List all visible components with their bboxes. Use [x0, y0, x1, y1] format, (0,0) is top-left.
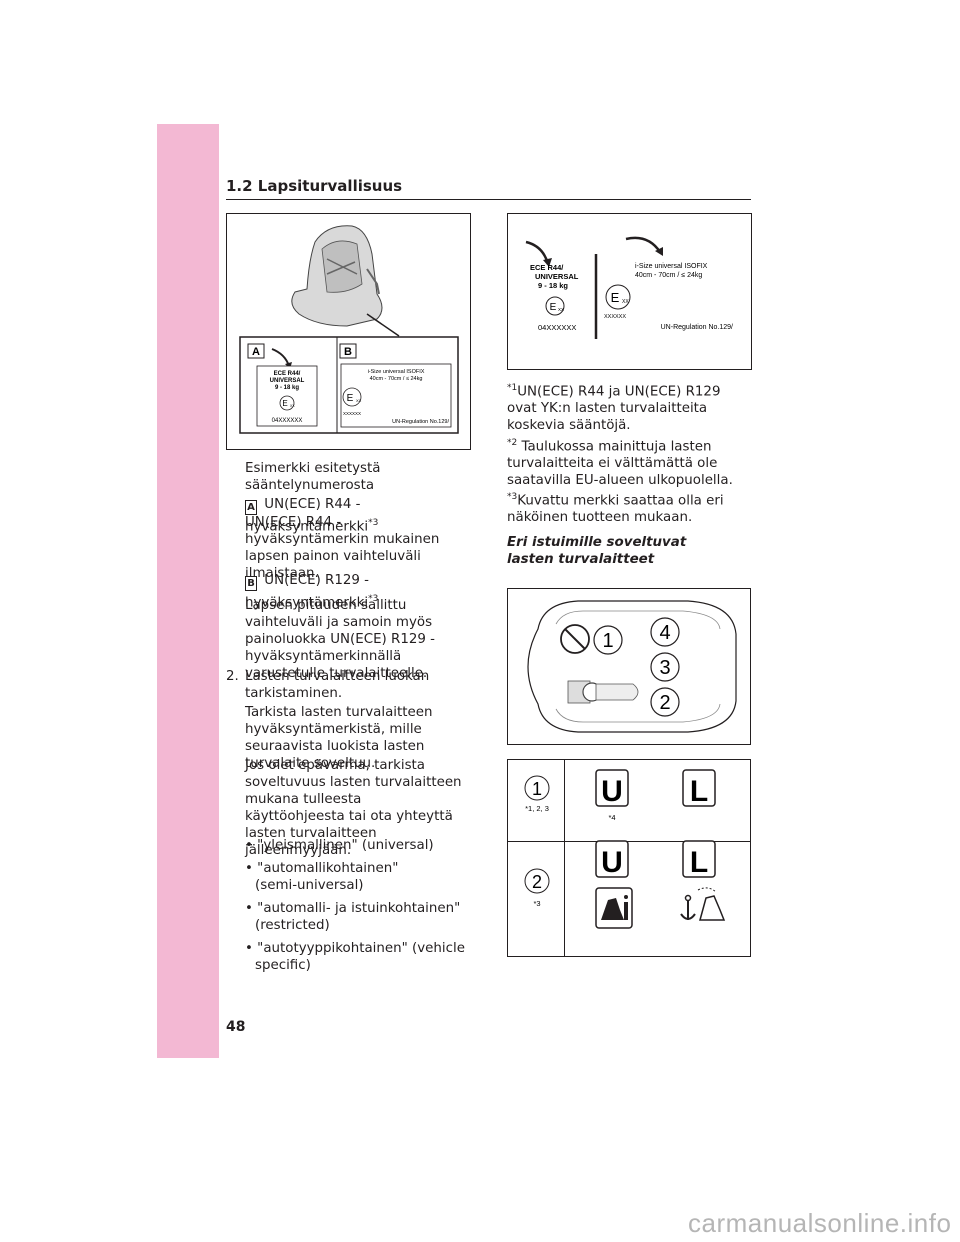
ece2-code: 04XXXXXX [538, 323, 576, 332]
seat-category-table: 1 *1, 2, 3 U *4 L 2 *3 U L [507, 759, 751, 957]
label-b-box: B [245, 576, 257, 591]
bullet-text: "automalli- ja istuinkohtainen" (restric… [255, 901, 461, 933]
page-number: 48 [226, 1019, 246, 1035]
seat-2-label: 2 [659, 692, 670, 714]
bullet-text: "autotyyppikohtainen" (vehicle specific) [255, 941, 465, 973]
item-a-title-text: UN(ECE) R44 -hyväksyntämerkki [245, 497, 369, 535]
child-seat-illustration: A B ECE R44/ UNIVERSAL 9 - 18 kg E XX 04… [239, 225, 459, 434]
arrow-icon [625, 236, 662, 253]
footnote-1: *1UN(ECE) R44 ja UN(ECE) R129 ovat YK:n … [507, 380, 737, 434]
step-2-body: Tarkista lasten turvalaitteen hyväksyntä… [245, 705, 433, 771]
isize2-line1: i-Size universal ISOFIX [635, 263, 708, 270]
top-tether-anchor-icon [680, 887, 726, 921]
item-a-body: UN(ECE) R44 -hyväksyntämerkin mukainen l… [245, 515, 440, 581]
car-top-view: 1 2 3 4 [527, 600, 737, 733]
row1-l-label: L [690, 775, 708, 808]
ece2-line1: ECE R44/ [530, 263, 564, 272]
step-2-note: Jos olet epävarma, tarkista soveltuvuus … [245, 758, 462, 858]
approval-labels-illustration: ECE R44/ UNIVERSAL 9 - 18 kg E XX 04XXXX… [525, 236, 733, 339]
bullet-item: • "automalli- ja istuinkohtainen" (restr… [245, 901, 461, 933]
isize-line1: i-Size universal ISOFIX [368, 369, 425, 375]
isize-mark: E [347, 393, 354, 404]
ece-mark-sub: XX [290, 404, 295, 408]
item-b-body: Lapsen pituuden sallittu vaihteluväli ja… [245, 598, 435, 681]
ece2-mark: E [550, 302, 557, 313]
seat-4-label: 4 [659, 622, 670, 644]
row1-u-label: U [601, 775, 623, 808]
row2-seat-note: *3 [533, 899, 540, 908]
seat-3-label: 3 [659, 657, 670, 679]
row1-u-note: *4 [608, 813, 615, 822]
figure-car-seating-positions: 1 2 3 4 [507, 588, 751, 745]
item-b-title-text: UN(ECE) R129 -hyväksyntämerkki [245, 573, 370, 611]
footnote-2: *2 Taulukossa mainittuja lasten turvalai… [507, 435, 737, 489]
isize2-mark-sub: XX [622, 299, 629, 305]
bullet-item: • "yleismallinen" (universal) [245, 838, 434, 853]
isize2-mark: E [611, 290, 620, 305]
table-divider [508, 841, 750, 842]
step-2-number: 2. [226, 669, 239, 684]
watermark: carmanualsonline.info [688, 1208, 952, 1238]
isize2-line2: 40cm - 70cm / ≤ 24kg [635, 272, 702, 279]
footnote-1-ref: *1 [507, 383, 518, 393]
isize2-reg: UN-Regulation No.129/ [661, 324, 733, 331]
ece-mark: E [282, 399, 287, 408]
isize-reg: UN-Regulation No.129/ [392, 419, 449, 425]
step-2-title: Lasten turvalaitteen luokan tarkistamine… [245, 669, 430, 701]
row1-seat-note: *1, 2, 3 [525, 804, 549, 813]
universal-u-icon [595, 769, 629, 807]
ece-line1: ECE R44/ [274, 371, 301, 377]
universal-u-icon [595, 840, 629, 878]
isofix-l-icon [682, 769, 716, 807]
label-a: A [252, 346, 260, 358]
ece2-mark-sub: XX [558, 307, 564, 312]
footnote-3-text: Kuvattu merkki saattaa olla eri näköinen… [507, 493, 724, 526]
footnote-2-ref: *2 [507, 438, 518, 448]
footnote-2-text: Taulukossa mainittuja lasten turvalaitte… [507, 439, 733, 489]
isize-code: XXXXXX [343, 411, 361, 416]
row2-u-label: U [601, 846, 623, 879]
isize-mark-sub: XX [356, 398, 362, 403]
header-rule [226, 199, 751, 200]
item-b-footnote-ref: *3 [368, 594, 379, 604]
example-intro: Esimerkki esitetystä sääntelynumerosta [245, 461, 381, 493]
label-a-box: A [245, 500, 257, 515]
footnote-3-ref: *3 [507, 492, 518, 502]
ece-line3: 9 - 18 kg [275, 385, 299, 391]
item-b-title: B UN(ECE) R129 -hyväksyntämerkki*3 [245, 572, 470, 611]
row2-l-label: L [690, 846, 708, 879]
bullet-text: "automallikohtainen" (semi-universal) [255, 861, 399, 893]
item-a-title: A UN(ECE) R44 -hyväksyntämerkki*3 [245, 496, 470, 535]
section-header: 1.2 Lapsiturvallisuus [226, 177, 403, 195]
footnote-1-text: UN(ECE) R44 ja UN(ECE) R129 ovat YK:n la… [507, 384, 721, 434]
seat-1-label: 1 [602, 630, 613, 652]
figure-child-seat-labels: A B ECE R44/ UNIVERSAL 9 - 18 kg E XX 04… [226, 213, 471, 450]
ece-code: 04XXXXXX [272, 418, 303, 424]
row1-seat-number: 1 [532, 779, 542, 799]
ece-line2: UNIVERSAL [270, 378, 305, 384]
bullet-text: "yleismallinen" (universal) [257, 838, 434, 853]
isize-line2: 40cm - 70cm / ≤ 24kg [370, 376, 423, 382]
seat-suitability-heading: Eri istuimille soveltuvat lasten turvala… [507, 535, 687, 567]
chapter-side-tab [157, 124, 219, 1058]
table-icons: 1 *1, 2, 3 U *4 L 2 *3 U L [524, 769, 726, 929]
label-b: B [344, 346, 352, 358]
isize2-code: XXXXXX [604, 314, 626, 320]
figure-approval-labels: ECE R44/ UNIVERSAL 9 - 18 kg E XX 04XXXX… [507, 213, 752, 370]
footnote-3: *3Kuvattu merkki saattaa olla eri näköin… [507, 489, 737, 526]
table-divider [564, 760, 565, 956]
ece2-line3: 9 - 18 kg [538, 281, 568, 290]
ece2-line2: UNIVERSAL [535, 272, 579, 281]
bullet-item: • "autotyyppikohtainen" (vehicle specifi… [245, 941, 465, 973]
row2-seat-number: 2 [532, 872, 542, 892]
item-a-footnote-ref: *3 [368, 518, 379, 528]
bullet-item: • "automallikohtainen" (semi-universal) [245, 861, 399, 893]
isofix-l-icon [682, 840, 716, 878]
